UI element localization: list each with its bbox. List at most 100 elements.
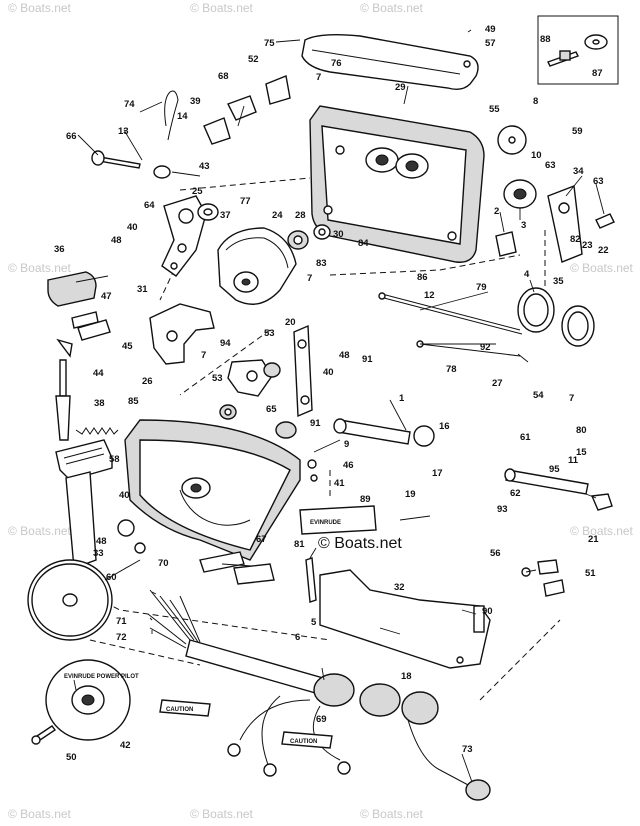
callout-32: 32 [394,582,405,593]
part-plug-73 [407,719,491,801]
callout-42: 42 [120,740,131,751]
callout-95: 95 [549,464,560,475]
callout-77: 77 [240,196,251,207]
callout-16: 16 [439,421,450,432]
parts-top-switches [203,75,291,145]
part-clip-21 [590,493,613,511]
callout-84: 84 [358,238,369,249]
callout-43: 43 [199,161,210,172]
callout-58: 58 [109,454,120,465]
part-cover-32 [319,569,491,669]
callout-53b: 53 [212,373,223,384]
callout-91a: 91 [362,354,373,365]
part-gauge-35 [561,305,595,347]
callout-24: 24 [272,210,283,221]
callout-5: 5 [311,617,317,628]
callout-38: 38 [94,398,105,409]
callout-14: 14 [177,111,188,122]
callout-55: 55 [489,104,500,115]
callout-15: 15 [576,447,587,458]
callout-33: 33 [93,548,104,559]
inset-box-hardware [537,15,619,85]
callout-7a: 7 [316,72,321,83]
callout-13: 13 [118,126,129,137]
callout-37: 37 [220,210,231,221]
parts-bushings-53 [219,362,297,439]
callout-64: 64 [144,200,155,211]
callout-2: 2 [494,206,499,217]
part-cam-37 [217,227,297,305]
callout-91b: 91 [310,418,321,429]
watermark-center: © Boats.net [318,535,402,552]
callout-31: 31 [137,284,148,295]
part-spring-38 [75,427,119,435]
part-screw-50 [31,725,57,745]
callout-39: 39 [190,96,201,107]
watermark-top-mid: © Boats.net [190,1,254,15]
callout-63b: 63 [593,176,604,187]
parts-wires-70 [147,589,201,649]
parts-cables [378,292,523,357]
callout-80: 80 [576,425,587,436]
part-harness-69 [185,639,439,777]
callout-19: 19 [405,489,416,500]
watermark-right-2: © Boats.net [570,524,634,538]
callout-67: 67 [256,534,267,545]
callout-73: 73 [462,744,473,755]
part-shaft-61 [504,468,589,495]
part-link-65 [293,324,313,418]
decal-caution-1-text: CAUTION [166,707,193,713]
callout-72: 72 [116,632,127,643]
callout-20: 20 [285,317,296,328]
callout-25: 25 [192,186,203,197]
callout-3: 3 [521,220,526,231]
callout-82: 82 [570,234,581,245]
callout-10: 10 [531,150,542,161]
watermark-bottom-left: © Boats.net [8,807,72,821]
callout-40a: 40 [127,222,138,233]
callout-79: 79 [476,282,487,293]
callout-36: 36 [54,244,65,255]
callout-4: 4 [524,269,530,280]
callout-8: 8 [533,96,538,107]
watermark-left-2: © Boats.net [8,524,72,538]
part-wire-74 [164,90,179,141]
callout-21: 21 [588,534,599,545]
part-plate-64 [161,195,207,277]
callout-22: 22 [598,245,609,256]
watermark-top-mid2: © Boats.net [360,1,424,15]
callout-59: 59 [572,126,583,137]
part-nut-43 [153,165,171,179]
watermark-top-left: © Boats.net [8,1,72,15]
callout-56: 56 [490,548,501,559]
decal-disc-text: EVINRUDE POWER PILOT [64,674,139,680]
callout-35: 35 [553,276,564,287]
callout-17: 17 [432,468,443,479]
decal-caution-2-text: CAUTION [290,739,317,745]
part-switch-2 [495,231,517,257]
callout-30: 30 [333,229,344,240]
parts-bushings [287,224,331,250]
callout-57: 57 [485,38,496,49]
parts-decals-67 [199,551,275,585]
callout-41: 41 [334,478,345,489]
callout-88: 88 [540,34,551,45]
callout-76: 76 [331,58,342,69]
part-housing-85 [124,419,301,561]
parts-left-blocks [47,271,111,358]
callout-34: 34 [573,166,584,177]
callout-60: 60 [106,572,117,583]
callout-46: 46 [343,460,354,471]
callout-40c: 40 [323,367,334,378]
callout-90: 90 [482,606,493,617]
callout-71: 71 [116,616,127,627]
callout-18: 18 [401,671,412,682]
decal-evinrude-text: EVINRUDE [310,520,341,526]
callout-62: 62 [510,488,521,499]
leader-lines [73,29,605,783]
callout-29: 29 [395,82,406,93]
callout-11: 11 [568,455,579,466]
callout-94: 94 [220,338,231,349]
part-strip-81 [305,557,317,603]
watermark-right-1: © Boats.net [570,261,634,275]
